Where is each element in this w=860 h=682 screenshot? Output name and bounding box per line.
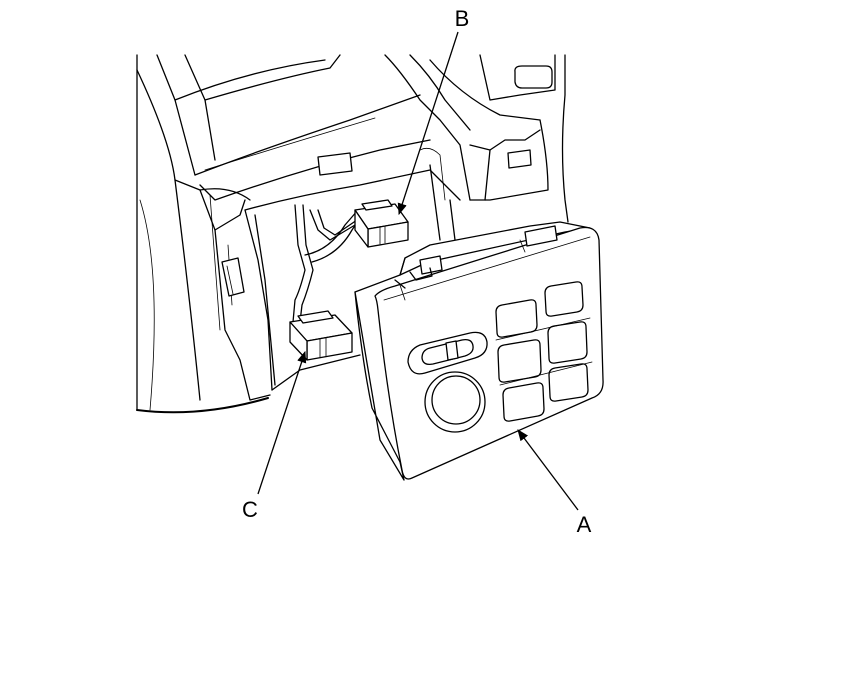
connector-b <box>354 199 409 248</box>
leader-line-a <box>517 429 579 511</box>
callout-leaders <box>257 31 579 511</box>
switch-panel-a <box>354 221 604 481</box>
callout-label-a: A <box>577 512 592 537</box>
callout-label-c: C <box>242 497 258 522</box>
leader-line-c <box>257 350 307 495</box>
dashboard-lower-panel <box>136 54 569 414</box>
connector-c <box>289 310 353 361</box>
leader-line-b <box>397 31 459 216</box>
wiring-harness <box>292 204 361 323</box>
callout-label-b: B <box>455 6 470 31</box>
